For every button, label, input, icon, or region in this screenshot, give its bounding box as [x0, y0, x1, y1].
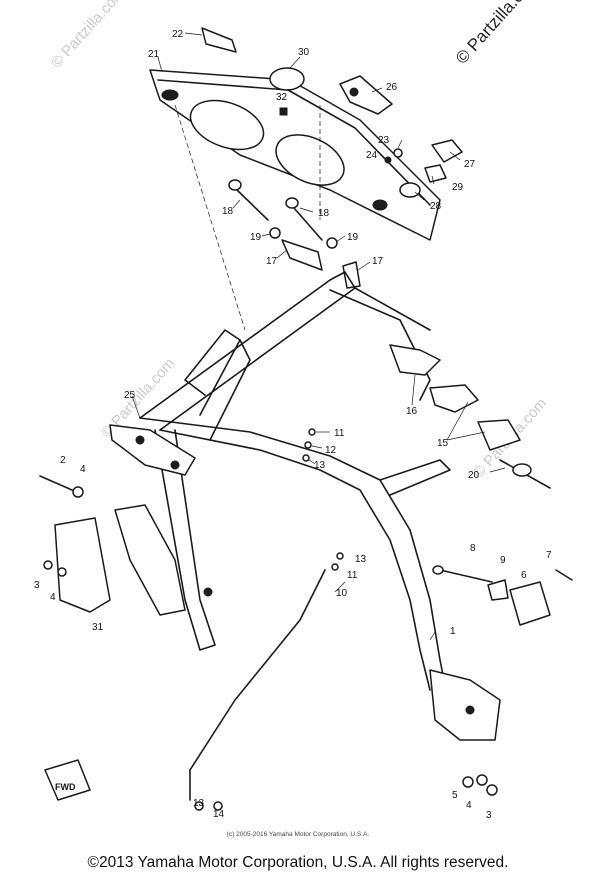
callout-7: 7: [546, 550, 552, 561]
part-13b: [336, 552, 344, 560]
callout-26: 26: [386, 82, 398, 93]
callout-13b: 13: [355, 554, 367, 565]
washer-4b: [57, 567, 67, 577]
callout-14: 14: [213, 809, 225, 820]
callout-17b: 17: [372, 256, 384, 267]
part-13a: [302, 454, 310, 462]
part-8: [439, 569, 493, 583]
part-23: [393, 148, 403, 158]
part-31: [54, 517, 111, 613]
part-14: [213, 801, 223, 811]
callout-12: 12: [325, 445, 337, 456]
part-12: [304, 441, 312, 449]
part-25: [109, 424, 196, 476]
callout-19b: 19: [347, 232, 359, 243]
part-5: [462, 776, 474, 788]
part-7: [555, 569, 573, 581]
fwd-label: FWD: [55, 782, 76, 792]
part-15b: [477, 419, 521, 451]
callout-19a: 19: [250, 232, 262, 243]
callout-4a: 4: [80, 464, 86, 475]
washer-19b: [326, 237, 338, 249]
callout-31: 31: [92, 622, 104, 633]
callout-4c: 4: [466, 800, 472, 811]
callout-17a: 17: [266, 256, 278, 267]
callout-10: 10: [336, 588, 348, 599]
inner-copyright: (c) 2005-2016 Yamaha Motor Corporation, …: [226, 831, 370, 838]
part-16: [389, 344, 441, 376]
part-27: [431, 139, 463, 163]
callout-15: 15: [437, 438, 449, 449]
callout-11b: 11: [347, 570, 358, 581]
bracket-17a: [281, 239, 323, 271]
callout-3b: 3: [486, 810, 492, 821]
callout-29: 29: [452, 182, 464, 193]
footer-copyright: ©2013 Yamaha Motor Corporation, U.S.A. A…: [87, 854, 509, 871]
guide-line: [174, 104, 246, 331]
callout-6: 6: [521, 570, 527, 581]
part-10: [189, 569, 326, 771]
callout-13c: 13: [193, 798, 205, 809]
callout-9: 9: [500, 555, 506, 566]
callouts: 22 21 30 26 32 23 24 27 29 28 18 18 19 1…: [34, 29, 552, 821]
callout-30: 30: [298, 47, 310, 58]
part-6: [509, 581, 551, 626]
part-11a: [308, 428, 316, 436]
callout-11a: 11: [334, 428, 345, 439]
callout-21: 21: [148, 49, 160, 60]
part-13c: [194, 801, 204, 811]
part-9: [487, 579, 509, 601]
callout-25: 25: [124, 390, 136, 401]
callout-1: 1: [450, 626, 456, 637]
callout-5: 5: [452, 790, 458, 801]
part-15a: [429, 384, 479, 413]
part-3a: [43, 560, 53, 570]
part-30: [269, 67, 305, 91]
callout-23: 23: [378, 135, 390, 146]
callout-3a: 3: [34, 580, 40, 591]
part-22: [201, 27, 237, 53]
bolt-2: [39, 475, 73, 491]
bolts-18: [228, 179, 323, 241]
callout-22: 22: [172, 29, 184, 40]
part-29: [424, 164, 447, 183]
part-11b: [331, 563, 339, 571]
washer-19a: [269, 227, 281, 239]
washer-4c: [476, 774, 488, 786]
callout-24: 24: [366, 150, 378, 161]
bracket-17b: [342, 261, 361, 289]
callout-27: 27: [464, 159, 476, 170]
callout-18b: 18: [318, 208, 330, 219]
part-32: [279, 107, 288, 116]
washer-4a: [72, 486, 84, 498]
part-28: [399, 182, 421, 198]
callout-8: 8: [470, 543, 476, 554]
callout-32: 32: [276, 92, 288, 103]
callout-18a: 18: [222, 206, 234, 217]
main-frame: [114, 271, 501, 741]
callout-2: 2: [60, 455, 66, 466]
fwd-arrow-icon: [44, 759, 91, 801]
callout-4b: 4: [50, 592, 56, 603]
callout-16: 16: [406, 406, 418, 417]
callout-20: 20: [468, 470, 480, 481]
headlight-bracket-plate: [149, 69, 441, 241]
part-3b: [486, 784, 498, 796]
callout-28: 28: [430, 201, 442, 212]
callout-leaders: [131, 32, 506, 641]
callout-13a: 13: [314, 460, 326, 471]
part-24: [384, 156, 392, 164]
part-26: [339, 75, 393, 115]
